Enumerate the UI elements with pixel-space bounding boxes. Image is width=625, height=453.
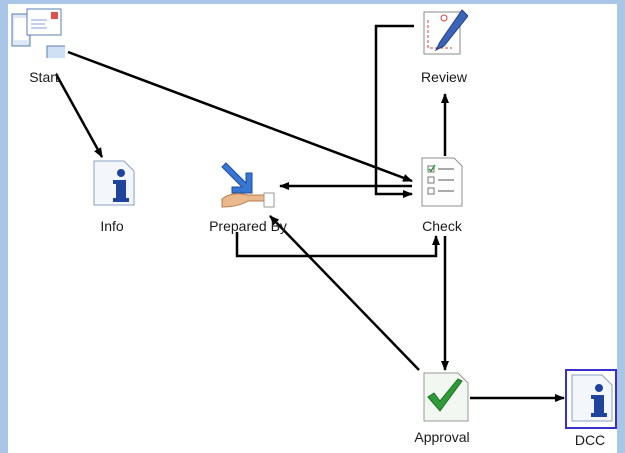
node-label: Check	[422, 218, 462, 234]
pen-document-icon	[423, 9, 468, 55]
edge-start-info	[54, 73, 104, 158]
connectors-layer	[54, 24, 565, 402]
node-label: DCC	[574, 432, 606, 448]
envelope-icon	[11, 8, 65, 58]
edge-approval-prepared	[269, 215, 420, 371]
hand-arrow-icon	[221, 162, 275, 208]
checkmark-icon	[423, 372, 469, 422]
node-label: Review	[421, 69, 467, 85]
workflow-canvas[interactable]: Start Info Prepared By Review	[8, 4, 617, 453]
node-label: Info	[100, 218, 124, 234]
node-label: Approval	[414, 429, 470, 445]
edge-start-check	[67, 50, 413, 183]
info-icon	[93, 160, 135, 206]
node-label: Start	[29, 69, 59, 85]
edge-review-check	[374, 24, 414, 198]
node-label: Prepared By	[209, 218, 287, 234]
info-icon	[571, 374, 613, 422]
selection-box	[565, 369, 617, 429]
edge-prepared-check	[235, 232, 440, 258]
checklist-icon	[421, 157, 463, 207]
